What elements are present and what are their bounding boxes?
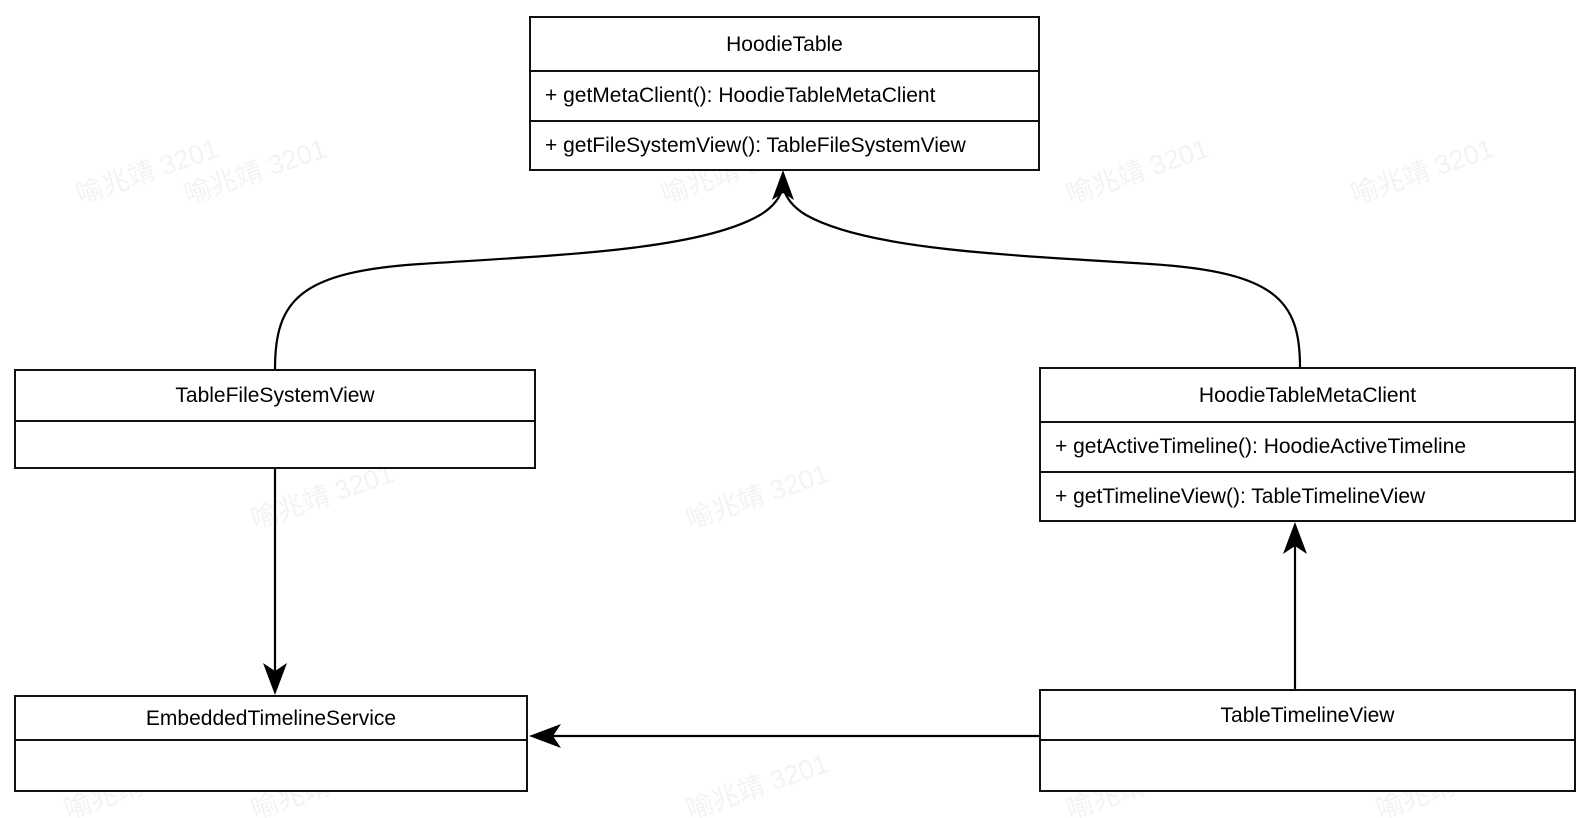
- uml-class-hoodie-table-meta-client[interactable]: HoodieTableMetaClient + getActiveTimelin…: [1039, 367, 1576, 522]
- uml-class-name: EmbeddedTimelineService: [145, 706, 397, 730]
- uml-class-name: TableTimelineView: [1220, 703, 1395, 727]
- uml-class-table-file-system-view[interactable]: TableFileSystemView: [14, 369, 536, 469]
- uml-compartment-divider: [531, 70, 1038, 72]
- watermark-text: 喻兆靖 3201: [72, 133, 223, 210]
- watermark-text: 喻兆靖 3201: [682, 748, 833, 818]
- watermark-text: 喻兆靖 3201: [1062, 133, 1213, 210]
- arrowhead-into-embeddedtimelineservice-right: [529, 724, 561, 748]
- uml-members: + getMetaClient(): HoodieTableMetaClient…: [531, 72, 1038, 169]
- connector-hoodietablemetaclient-to-hoodietable: [781, 185, 1302, 368]
- uml-class-name: HoodieTableMetaClient: [1198, 383, 1417, 407]
- uml-member-row: + getTimelineView(): TableTimelineView: [1041, 470, 1574, 521]
- uml-compartment-divider: [1041, 421, 1574, 423]
- arrowhead-into-hoodietable: [772, 170, 794, 200]
- uml-class-embedded-timeline-service[interactable]: EmbeddedTimelineService: [14, 695, 528, 792]
- uml-class-table-timeline-view[interactable]: TableTimelineView: [1039, 689, 1576, 792]
- uml-members: [1041, 741, 1574, 790]
- uml-members: [16, 741, 526, 790]
- connector-tablefilesystemview-to-hoodietable: [273, 185, 785, 370]
- arrowhead-into-hoodietablemetaclient-bottom: [1283, 522, 1307, 554]
- arrowhead-into-embeddedtimelineservice-top: [263, 663, 287, 695]
- watermark-text: 喻兆靖 3201: [1347, 133, 1498, 210]
- uml-member-row: + getFileSystemView(): TableFileSystemVi…: [531, 119, 1038, 170]
- uml-compartment-divider: [16, 739, 526, 741]
- uml-compartment-divider: [16, 420, 534, 422]
- uml-member-row: + getMetaClient(): HoodieTableMetaClient: [545, 84, 936, 108]
- watermark-text: 喻兆靖 3201: [682, 458, 833, 535]
- uml-class-name: TableFileSystemView: [175, 384, 375, 407]
- uml-members: + getActiveTimeline(): HoodieActiveTimel…: [1041, 423, 1574, 520]
- uml-member-row: + getActiveTimeline(): HoodieActiveTimel…: [1055, 435, 1467, 459]
- uml-class-hoodie-table[interactable]: HoodieTable + getMetaClient(): HoodieTab…: [529, 16, 1040, 171]
- watermark-text: 喻兆靖 3201: [180, 133, 331, 210]
- uml-class-name: HoodieTable: [726, 32, 843, 56]
- uml-members: [16, 422, 534, 467]
- uml-compartment-divider: [1041, 739, 1574, 741]
